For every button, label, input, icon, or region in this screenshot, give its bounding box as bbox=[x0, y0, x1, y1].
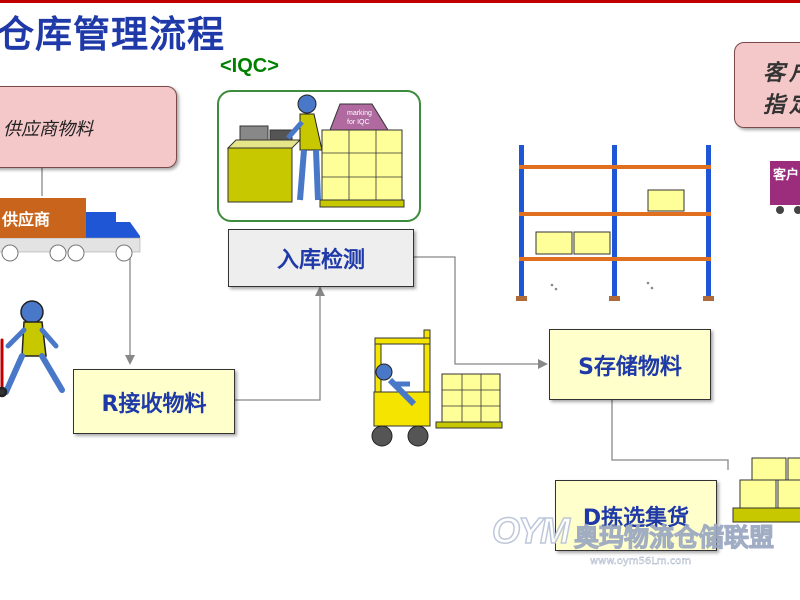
iqc-inspection-icon bbox=[226, 94, 405, 208]
supplier-material-label: 供应商物料 bbox=[3, 119, 93, 140]
worker-handtruck-icon bbox=[0, 300, 65, 398]
customer-box-line1: 客户 bbox=[763, 61, 800, 86]
customer-truck-tag: 客户 bbox=[770, 161, 800, 205]
supplier-truck-icon bbox=[0, 212, 141, 262]
step-pick: D拣选集货 bbox=[555, 480, 717, 551]
step-inspection: 入库检测 bbox=[228, 229, 414, 287]
page-title: 仓库管理流程 bbox=[0, 13, 225, 56]
customer-truck-icon bbox=[776, 206, 800, 214]
iqc-marking-line2: for IQC bbox=[347, 119, 370, 126]
step-store: S存储物料 bbox=[549, 329, 711, 400]
iqc-label: <IQC> bbox=[220, 55, 279, 77]
customer-specified-box: 客户 指定 bbox=[734, 42, 800, 128]
connector-arrowheads bbox=[125, 286, 548, 369]
top-rule bbox=[0, 0, 800, 3]
storage-rack-icon bbox=[516, 145, 714, 301]
iqc-marking-line1: marking bbox=[347, 110, 372, 117]
supplier-truck-tag: 供应商 bbox=[0, 198, 86, 238]
customer-box-line2: 指定 bbox=[763, 93, 800, 118]
flow-connectors bbox=[41, 167, 729, 470]
iqc-frame bbox=[217, 90, 421, 222]
step-receive: R接收物料 bbox=[73, 369, 235, 434]
picked-goods-icon bbox=[732, 457, 800, 523]
forklift-icon bbox=[371, 329, 503, 447]
supplier-material-box: 供应商物料 bbox=[0, 86, 177, 168]
